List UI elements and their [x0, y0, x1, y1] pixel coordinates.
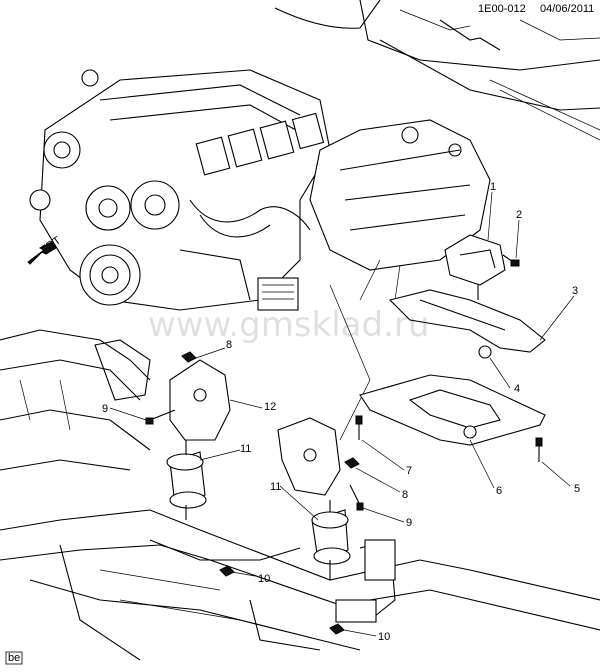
- diagram-code: 1E00-012: [478, 3, 526, 15]
- callout-6: 6: [496, 485, 502, 497]
- watermark: www.gmsklad.ru: [148, 305, 429, 345]
- engine-cradle: [0, 509, 600, 661]
- callout-2: 2: [516, 209, 522, 221]
- bolt-5: [535, 437, 543, 462]
- callout-10-right: 10: [378, 631, 390, 643]
- frame-rail-left: [0, 329, 151, 471]
- callout-8-right: 8: [402, 489, 408, 501]
- callout-12: 12: [264, 401, 276, 413]
- callout-1: 1: [490, 181, 496, 193]
- callout-9-right: 9: [406, 517, 412, 529]
- bolt-2: [502, 254, 520, 267]
- callout-3: 3: [572, 285, 578, 297]
- floor-pan: [274, 0, 600, 141]
- callout-9-left: 9: [102, 403, 108, 415]
- footer-badge-label: be: [8, 652, 20, 664]
- engine-mount-left: [166, 440, 207, 520]
- transmission-mount: [444, 234, 506, 300]
- callout-4: 4: [514, 383, 520, 395]
- nut-8-left: [181, 351, 197, 363]
- engine-assembly: [29, 69, 331, 311]
- bolt-9-right: [349, 484, 364, 511]
- transmission-support: [388, 289, 546, 359]
- nut-8-right: [344, 457, 360, 469]
- callout-8-left: 8: [226, 339, 232, 351]
- callout-7: 7: [406, 465, 412, 477]
- engine-mount-bracket-right: [277, 417, 341, 496]
- callout-5: 5: [574, 483, 580, 495]
- engine-mount-bracket-left: [169, 359, 231, 441]
- callout-leaders: [109, 191, 575, 637]
- callout-11-left: 11: [240, 443, 251, 455]
- footer-badge: be: [5, 651, 23, 665]
- transmission-assembly: [309, 119, 491, 301]
- bolt-7: [355, 415, 363, 440]
- nut-10-right: [329, 623, 345, 635]
- callout-10-left: 10: [258, 573, 270, 585]
- bolt-9-left: [145, 409, 176, 425]
- engine-mount-right: [311, 500, 351, 580]
- callout-11-right: 11: [270, 481, 281, 493]
- transmission-crossmember: [359, 374, 546, 446]
- diagram-date: 04/06/2011: [540, 3, 594, 15]
